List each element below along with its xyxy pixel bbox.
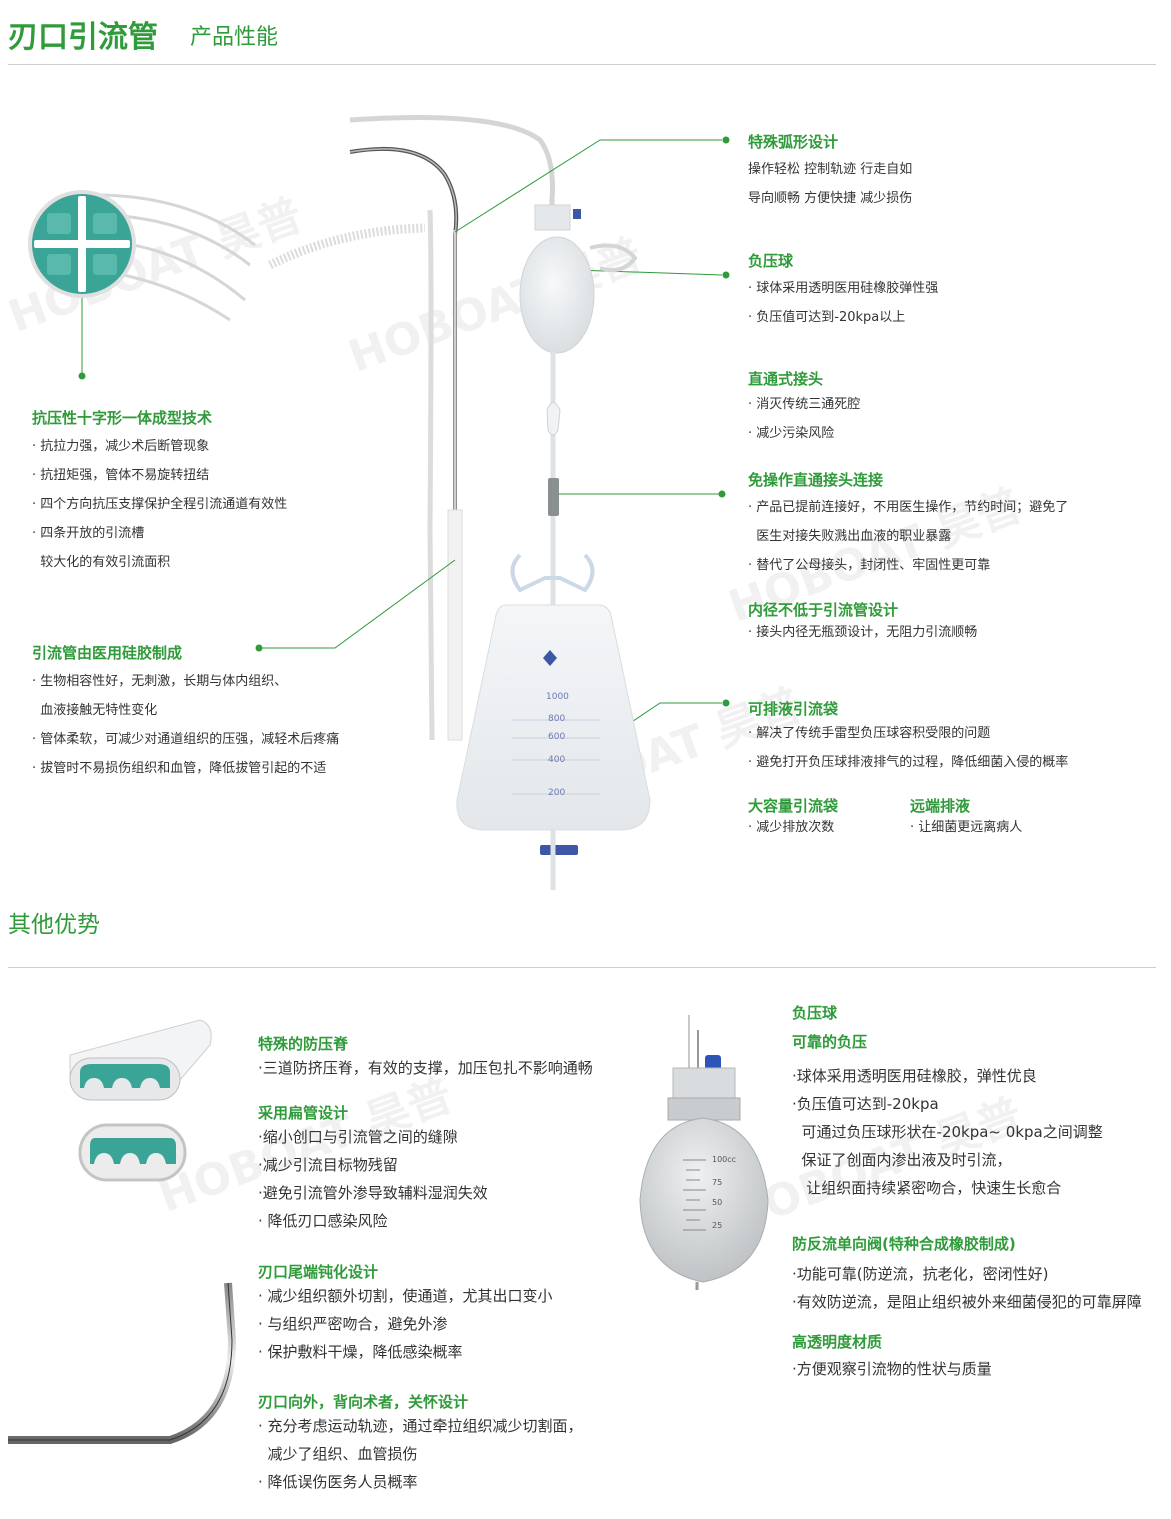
feature-drainable-bag: 可排液引流袋 · 解决了传统手雷型负压球容积受限的问题 · 避免打开负压球排液排… <box>748 698 1068 777</box>
advantage-blade-outward: 刃口向外，背向术者，关怀设计 · 充分考虑运动轨迹，通过牵拉组织减少切割面， 减… <box>258 1391 583 1496</box>
bag-scale-200: 200 <box>548 788 566 798</box>
feature-title: 直通式接头 <box>748 370 824 388</box>
ball-scale-50: 50 <box>712 1198 723 1207</box>
advantage-line: 减少了组织、血管损伤 <box>258 1445 418 1463</box>
feature-line: · 负压值可达到-20kpa以上 <box>748 310 906 325</box>
advantage-blunt-tail: 刃口尾端钝化设计 · 减少组织额外切割，使通道，尤其出口变小 · 与组织严密吻合… <box>258 1261 553 1366</box>
negative-pressure-ball <box>639 1117 769 1283</box>
advantage-title: 采用扁管设计 <box>258 1104 349 1122</box>
bag-scale-1000: 1000 <box>546 692 569 702</box>
advantage-title: 刃口尾端钝化设计 <box>258 1263 379 1281</box>
feature-title: 免操作直通接头连接 <box>748 471 884 489</box>
feature-line: 医生对接失败溅出血液的职业暴露 <box>748 529 952 544</box>
advantage-line: · 与组织严密吻合，避免外渗 <box>258 1315 448 1333</box>
page-title: 刃口引流管 <box>8 20 158 55</box>
bag-scale-400: 400 <box>548 755 566 765</box>
feature-title: 内径不低于引流管设计 <box>748 601 899 619</box>
bag-scale-800: 800 <box>548 714 566 724</box>
advantage-line: 让组织面持续紧密吻合，快速生长愈合 <box>792 1179 1062 1197</box>
header-divider <box>8 64 1156 65</box>
feature-inner-diameter: 内径不低于引流管设计 · 接头内径无瓶颈设计，无阻力引流顺畅 <box>748 599 977 647</box>
advantage-line: ·方便观察引流物的性状与质量 <box>792 1360 992 1378</box>
ball-scale-75: 75 <box>712 1178 723 1187</box>
advantage-negative-ball: 负压球 <box>792 1002 837 1023</box>
feature-line: 导向顺畅 方便快捷 减少损伤 <box>748 191 913 206</box>
advantage-line: · 保护敷料干燥，降低感染概率 <box>258 1343 463 1361</box>
page-subtitle: 产品性能 <box>190 25 279 50</box>
feature-line: · 四个方向抗压支撑保护全程引流通道有效性 <box>32 497 288 512</box>
feature-no-operation-connection: 免操作直通接头连接 · 产品已提前连接好，不用医生操作，节约时间；避免了 医生对… <box>748 469 1068 580</box>
feature-line: · 抗拉力强，减少术后断管现象 <box>32 439 210 454</box>
feature-line: · 拔管时不易损伤组织和血管，降低拔管引起的不适 <box>32 761 327 776</box>
section-title: 其他优势 <box>8 912 100 938</box>
feature-negative-ball: 负压球 · 球体采用透明医用硅橡胶弹性强 · 负压值可达到-20kpa以上 <box>748 250 938 332</box>
advantage-flat-tube: 采用扁管设计 ·缩小创口与引流管之间的缝隙 ·减少引流目标物残留 ·避免引流管外… <box>258 1102 488 1235</box>
feature-title: 特殊弧形设计 <box>748 133 839 151</box>
advantage-line: · 充分考虑运动轨迹，通过牵拉组织减少切割面， <box>258 1417 583 1435</box>
advantage-line: ·功能可靠(防逆流，抗老化，密闭性好) <box>792 1265 1049 1283</box>
feature-medical-silicone: 引流管由医用硅胶制成 · 生物相容性好，无刺激，长期与体内组织、 血液接触无特性… <box>32 642 339 783</box>
feature-remote-drain: 远端排液 · 让细菌更远离病人 <box>910 795 1022 842</box>
advantage-line: ·负压值可达到-20kpa <box>792 1095 939 1113</box>
drainage-bag <box>456 604 651 831</box>
feature-line: · 四条开放的引流槽 <box>32 526 145 541</box>
feature-line: · 球体采用透明医用硅橡胶弹性强 <box>748 281 939 296</box>
curved-blade <box>8 1282 237 1444</box>
feature-line: · 减少污染风险 <box>748 426 835 441</box>
feature-line: · 让细菌更远离病人 <box>910 820 1023 835</box>
feature-line: · 生物相容性好，无刺激，长期与体内组织、 <box>32 674 288 689</box>
advantage-line: · 降低刃口感染风险 <box>258 1212 388 1230</box>
advantage-line: ·有效防逆流，是阻止组织被外来细菌侵犯的可靠屏障 <box>792 1293 1142 1311</box>
feature-line: · 接头内径无瓶颈设计，无阻力引流顺畅 <box>748 625 978 640</box>
feature-line: · 避免打开负压球排液排气的过程，降低细菌入侵的概率 <box>748 755 1069 770</box>
flat-tube-illustration <box>69 1019 212 1182</box>
advantage-title: 高透明度材质 <box>792 1333 883 1351</box>
ball-scale-100cc: 100cc <box>712 1155 737 1164</box>
advantage-title: 特殊的防压脊 <box>258 1035 349 1053</box>
feature-straight-connector: 直通式接头 · 消灭传统三通死腔 · 减少污染风险 <box>748 368 860 448</box>
feature-title: 抗压性十字形一体成型技术 <box>32 409 213 427</box>
advantage-line: 保证了创面内渗出液及时引流， <box>792 1151 1012 1169</box>
advantage-line: · 降低误伤医务人员概率 <box>258 1473 418 1491</box>
advantage-reliable-pressure: 可靠的负压 ·球体采用透明医用硅橡胶，弹性优良 ·负压值可达到-20kpa 可通… <box>792 1031 1103 1202</box>
feature-line: · 消灭传统三通死腔 <box>748 397 861 412</box>
feature-title: 负压球 <box>748 252 794 270</box>
feature-line: · 产品已提前连接好，不用医生操作，节约时间；避免了 <box>748 500 1069 515</box>
blade-needle <box>349 146 459 510</box>
feature-title: 远端排液 <box>910 797 971 815</box>
advantage-high-transparency: 高透明度材质 ·方便观察引流物的性状与质量 <box>792 1331 992 1383</box>
ball-scale-25: 25 <box>712 1221 723 1230</box>
feature-line: · 抗扭矩强，管体不易旋转扭结 <box>32 468 210 483</box>
feature-line: · 替代了公母接头，封闭性、牢固性更可靠 <box>748 558 991 573</box>
feature-cross-shape-tech: 抗压性十字形一体成型技术 · 抗拉力强，减少术后断管现象 · 抗扭矩强，管体不易… <box>32 407 287 577</box>
feature-line: · 解决了传统手雷型负压球容积受限的问题 <box>748 726 991 741</box>
feature-line: 操作轻松 控制轨迹 行走自如 <box>748 162 913 177</box>
advantage-line: ·缩小创口与引流管之间的缝隙 <box>258 1128 458 1146</box>
feature-line: 较大化的有效引流面积 <box>32 555 171 570</box>
advantage-line: ·三道防挤压脊，有效的支撑，加压包扎不影响通畅 <box>258 1059 593 1077</box>
advantage-line: ·减少引流目标物残留 <box>258 1156 398 1174</box>
advantage-pressure-ridge: 特殊的防压脊 ·三道防挤压脊，有效的支撑，加压包扎不影响通畅 <box>258 1033 593 1082</box>
feature-special-arc: 特殊弧形设计 操作轻松 控制轨迹 行走自如 导向顺畅 方便快捷 减少损伤 <box>748 131 912 213</box>
advantage-title: 负压球 <box>792 1004 838 1022</box>
feature-title: 引流管由医用硅胶制成 <box>32 644 183 662</box>
feature-line: · 管体柔软，可减少对通道组织的压强，减轻术后疼痛 <box>32 732 340 747</box>
advantage-title: 可靠的负压 <box>792 1033 868 1051</box>
feature-line: · 减少排放次数 <box>748 820 835 835</box>
feature-title: 可排液引流袋 <box>748 700 839 718</box>
advantage-check-valve: 防反流单向阀(特种合成橡胶制成) ·功能可靠(防逆流，抗老化，密闭性好) ·有效… <box>792 1233 1142 1316</box>
advantage-line: ·球体采用透明医用硅橡胶，弹性优良 <box>792 1067 1037 1085</box>
feature-line: 血液接触无特性变化 <box>32 703 158 718</box>
advantage-title: 刃口向外，背向术者，关怀设计 <box>258 1393 469 1411</box>
feature-large-bag: 大容量引流袋 · 减少排放次数 <box>748 795 838 842</box>
section-divider <box>8 967 1156 968</box>
feature-title: 大容量引流袋 <box>748 797 839 815</box>
advantage-line: · 减少组织额外切割，使通道，尤其出口变小 <box>258 1287 553 1305</box>
advantage-line: 可通过负压球形状在-20kpa~ 0kpa之间调整 <box>792 1123 1103 1141</box>
bag-scale-600: 600 <box>548 732 566 742</box>
advantage-title: 防反流单向阀(特种合成橡胶制成) <box>792 1235 1016 1253</box>
advantage-line: ·避免引流管外渗导致辅料湿润失效 <box>258 1184 488 1202</box>
